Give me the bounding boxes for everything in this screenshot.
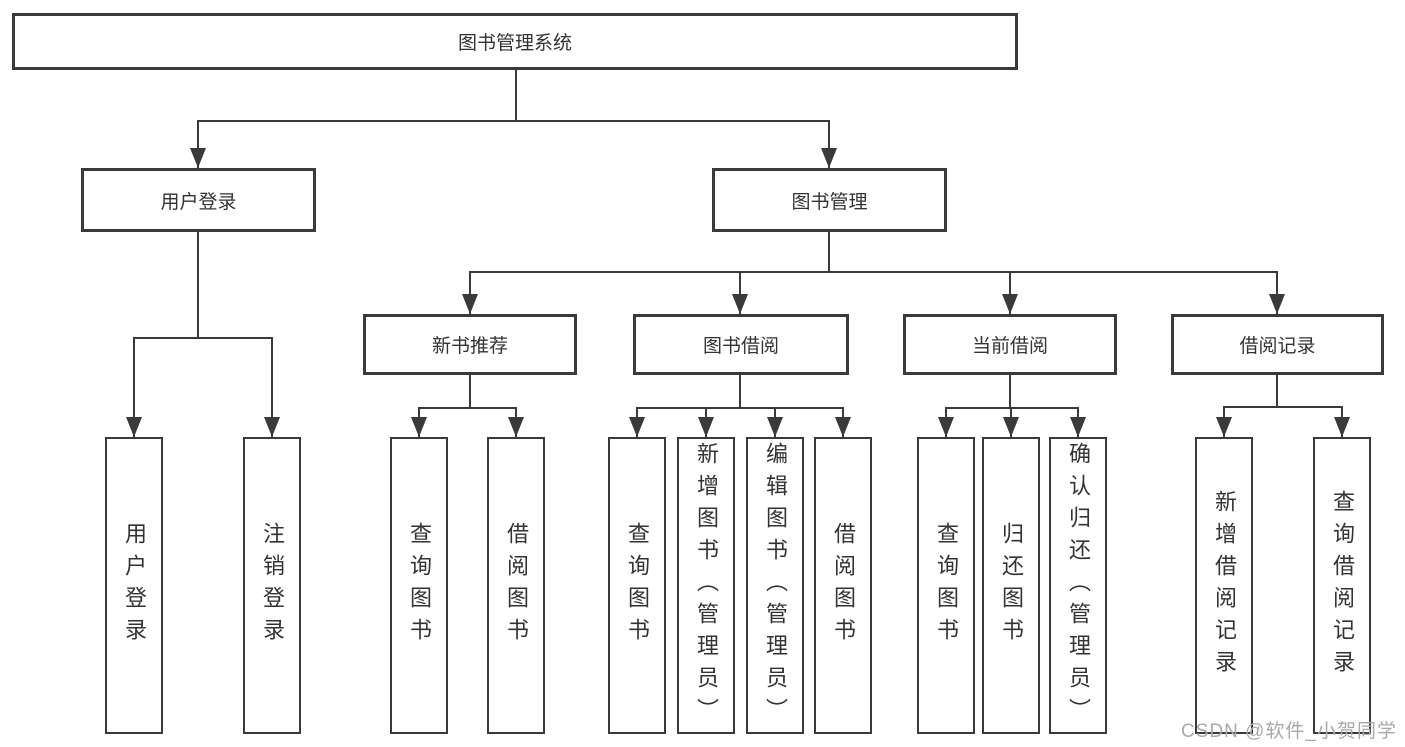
connector-arrow: [469, 271, 471, 314]
node-borrowing-records: 借阅记录: [1171, 314, 1384, 375]
connector-line: [469, 375, 471, 408]
connector-arrow: [197, 120, 199, 168]
connector-line: [637, 407, 844, 409]
leaf-logout: 注销登录: [243, 437, 301, 734]
connector-arrow: [636, 407, 638, 437]
connector-line: [198, 120, 830, 122]
leaf-query-books-current: 查询图书: [917, 437, 975, 734]
leaf-confirm-return-admin: 确认归还（管理员）: [1049, 437, 1107, 734]
connector-arrow: [1077, 407, 1079, 437]
leaf-borrow-books-recommend: 借阅图书: [487, 437, 545, 734]
leaf-user-login: 用户登录: [105, 437, 163, 734]
connector-arrow: [1010, 407, 1012, 437]
leaf-add-books-admin: 新增图书（管理员）: [677, 437, 735, 734]
connector-arrow: [1009, 271, 1011, 314]
leaf-add-borrow-record: 新增借阅记录: [1195, 437, 1253, 734]
connector-line: [419, 407, 517, 409]
leaf-edit-books-admin: 编辑图书（管理员）: [746, 437, 804, 734]
leaf-borrow-books: 借阅图书: [814, 437, 872, 734]
connector-arrow: [842, 407, 844, 437]
node-book-management: 图书管理: [712, 168, 947, 232]
leaf-query-books-borrowing: 查询图书: [608, 437, 666, 734]
connector-arrow: [705, 407, 707, 437]
connector-line: [133, 337, 273, 339]
connector-line: [1009, 375, 1011, 408]
connector-arrow: [271, 337, 273, 437]
connector-line: [739, 375, 741, 408]
connector-line: [946, 407, 1079, 409]
leaf-query-books-recommend: 查询图书: [390, 437, 448, 734]
connector-line: [828, 231, 830, 272]
connector-arrow: [1276, 271, 1278, 314]
connector-arrow: [515, 407, 517, 437]
connector-arrow: [945, 407, 947, 437]
node-new-book-recommendation: 新书推荐: [363, 314, 577, 375]
connector-arrow: [1223, 406, 1225, 437]
leaf-query-borrow-record: 查询借阅记录: [1313, 437, 1371, 734]
node-library-management-system: 图书管理系统: [12, 13, 1018, 70]
node-book-borrowing: 图书借阅: [633, 314, 849, 375]
connector-line: [470, 271, 1278, 273]
connector-line: [1224, 406, 1343, 408]
connector-arrow: [1341, 406, 1343, 437]
connector-line: [197, 231, 199, 337]
connector-line: [515, 70, 517, 120]
node-user-login: 用户登录: [81, 168, 316, 232]
connector-arrow: [133, 337, 135, 437]
leaf-return-books: 归还图书: [982, 437, 1040, 734]
connector-arrow: [828, 120, 830, 168]
connector-arrow: [418, 407, 420, 437]
connector-arrow: [774, 407, 776, 437]
connector-arrow: [739, 271, 741, 314]
csdn-watermark: CSDN @软件_小贺同学: [1181, 721, 1397, 742]
node-current-borrowing: 当前借阅: [903, 314, 1117, 375]
connector-line: [1276, 375, 1278, 407]
